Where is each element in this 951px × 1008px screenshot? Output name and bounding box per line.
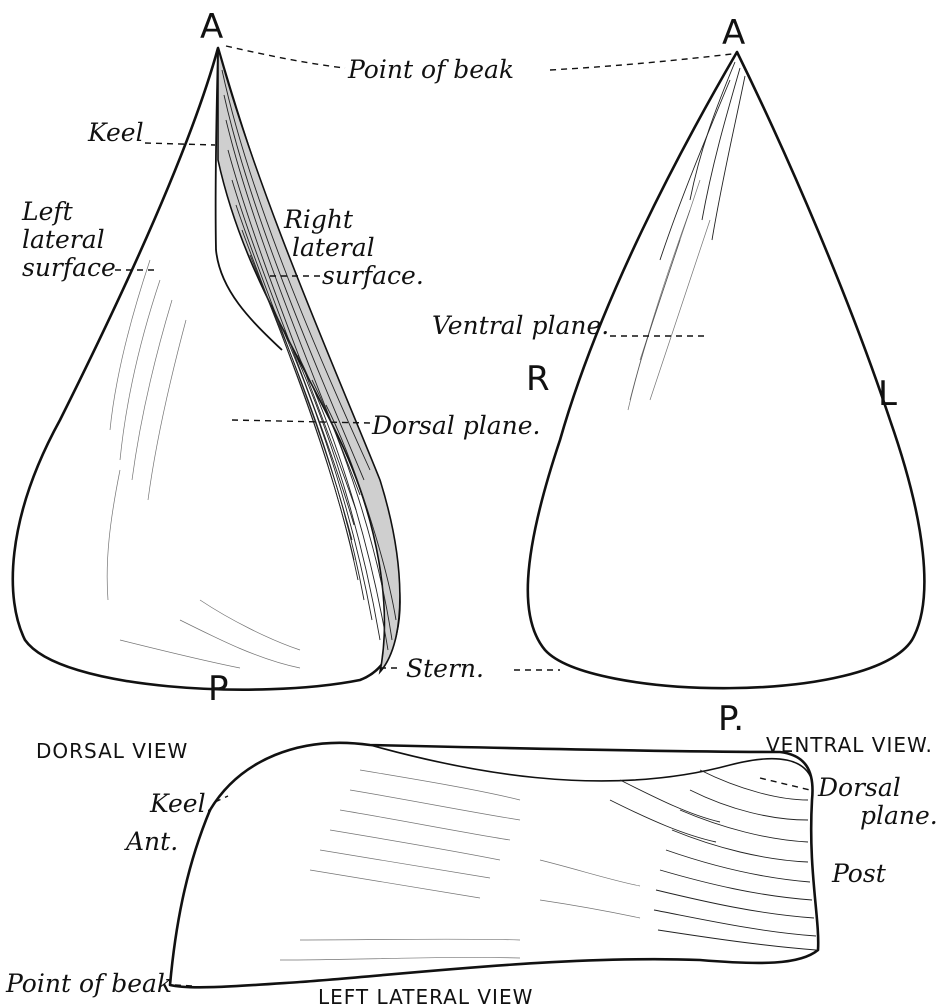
lateral-anterior-label: Ant. (124, 827, 178, 856)
right-lateral-label-line2: lateral (292, 233, 375, 262)
ventral-right-side-label: R (526, 359, 550, 399)
left-lateral-label-line1: Left (21, 197, 74, 226)
stern-label: Stern. (406, 654, 484, 683)
ventral-view-drawing (528, 52, 925, 688)
dorsal-view-caption: DORSAL VIEW (36, 739, 188, 763)
lateral-dorsal-plane-line1: Dorsal (817, 773, 901, 802)
left-lateral-label-line3: surface (22, 253, 116, 282)
lateral-point-of-beak-label: Point of beak (5, 969, 172, 998)
left-lateral-label-line2: lateral (22, 225, 105, 254)
dorsal-plane-label: Dorsal plane. (371, 411, 540, 440)
shared-labels: Point of beak (347, 55, 514, 84)
ventral-plane-label: Ventral plane. (432, 311, 609, 340)
lateral-view-drawing (170, 743, 818, 988)
ventral-posterior-label: P. (718, 699, 744, 739)
ventral-apex-label: A (722, 13, 745, 53)
dorsal-posterior-label: P (208, 669, 229, 709)
dorsal-keel-label: Keel (87, 118, 144, 147)
dorsal-view-drawing (13, 48, 400, 690)
lateral-view-caption: LEFT LATERAL VIEW (318, 985, 533, 1008)
ventral-view-caption: VENTRAL VIEW. (766, 733, 933, 757)
lateral-posterior-label: Post (831, 859, 887, 888)
right-lateral-label-line1: Right (283, 205, 354, 234)
ventral-left-side-label: L (878, 374, 897, 414)
lateral-dorsal-plane-line2: plane. (860, 801, 938, 830)
point-of-beak-label: Point of beak (347, 55, 514, 84)
right-lateral-label-line3: surface. (322, 261, 424, 290)
lateral-keel-label: Keel. (149, 789, 214, 818)
dorsal-apex-label: A (200, 7, 223, 47)
